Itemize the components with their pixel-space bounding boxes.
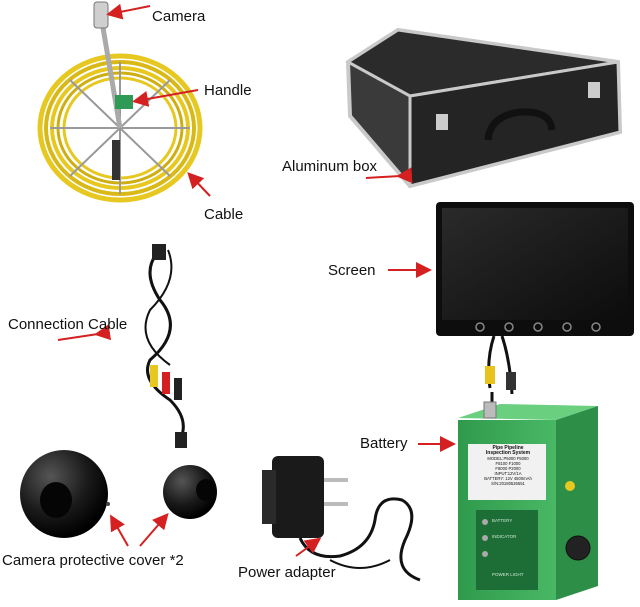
panel-model: MODEL:P5000 F5000 <box>487 456 529 461</box>
battery-label-panel <box>468 444 546 500</box>
panel-title-1: Pipe Pipeline <box>492 445 524 451</box>
label-camera: Camera <box>152 8 206 25</box>
label-aluminum-box: Aluminum box <box>282 158 378 175</box>
cable-reel <box>37 1 203 203</box>
power-adapter <box>262 456 421 582</box>
battery-unit <box>458 401 598 600</box>
label-power-adapter: Power adapter <box>238 564 336 581</box>
panel-battery: BATTERY: 12V 4500mAh <box>484 476 532 481</box>
handle-grip <box>115 95 133 109</box>
indicator-power-label: POWER LIGHT <box>492 572 524 577</box>
protective-covers <box>20 450 217 538</box>
panel-title-2: Inspection System <box>485 450 531 456</box>
monitor-screen <box>436 202 634 412</box>
panel-input: INPUT:12V/1A <box>494 471 522 476</box>
panel-model-2: F8100 F1000 <box>495 461 521 466</box>
label-camera-cover: Camera protective cover *2 <box>2 552 184 569</box>
panel-model-3: F8000 P2000 <box>495 466 521 471</box>
label-cable: Cable <box>204 206 244 223</box>
label-handle: Handle <box>204 82 252 99</box>
connection-cable <box>144 244 187 448</box>
camera-head <box>93 1 109 29</box>
label-connection-cable: Connection Cable <box>8 316 128 333</box>
battery-panel-text: Pipe Pipeline Inspection System MODEL:P5… <box>470 445 546 487</box>
indicator-indicator-label: INDICATOR <box>492 534 517 539</box>
aluminum-case <box>345 27 623 189</box>
panel-sn: S/N:20180526551 <box>491 481 525 486</box>
label-screen: Screen <box>328 262 376 279</box>
label-battery: Battery <box>360 435 408 452</box>
indicator-battery-label: BATTERY <box>492 518 513 523</box>
